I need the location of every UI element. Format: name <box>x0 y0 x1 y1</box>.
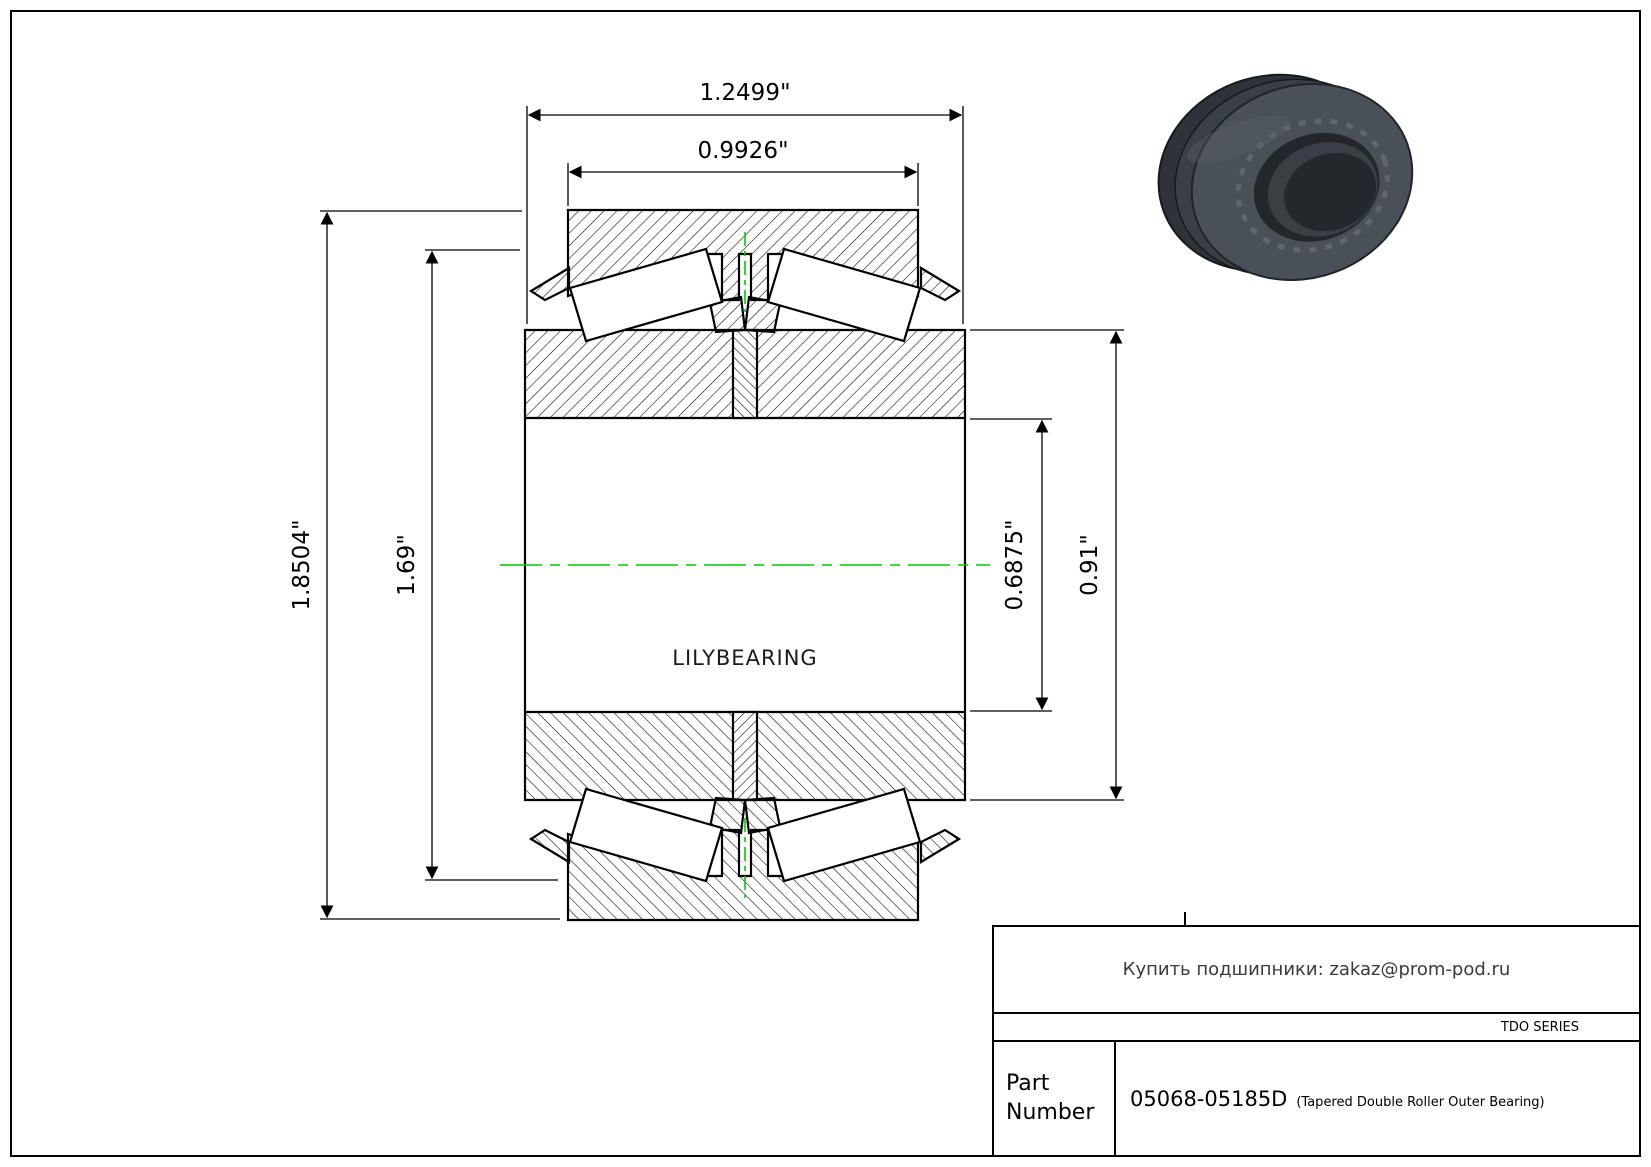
roller-right <box>766 247 922 343</box>
dimension-outer-diameter: 1.8504" <box>289 210 560 920</box>
roller-left <box>568 247 724 343</box>
bearing-bore <box>1284 152 1377 232</box>
dimension-overall-width: 1.2499" <box>526 80 964 324</box>
cone-rib-right <box>743 295 782 334</box>
part-number-label: Part Number <box>994 1042 1116 1155</box>
dimension-label-bore-diameter: 0.6875" <box>1002 519 1028 610</box>
series-row: TDO SERIES <box>994 1012 1639 1040</box>
part-number-cell: 05068-05185D (Tapered Double Roller Oute… <box>1116 1087 1639 1111</box>
drawing-frame <box>10 10 1641 1157</box>
brand-watermark: LILYBEARING <box>672 646 817 670</box>
bearing-3d-view <box>1157 73 1414 282</box>
dimension-label-overall-width: 1.2499" <box>699 80 790 106</box>
part-number-value: 05068-05185D <box>1130 1086 1288 1111</box>
dimension-label-outer-diameter: 1.8504" <box>289 519 315 610</box>
dimension-label-cup-width: 0.9926" <box>697 138 788 164</box>
cage-lip-left <box>528 266 571 302</box>
title-block: Купить подшипники: zakaz@prom-pod.ru TDO… <box>992 925 1639 1155</box>
dimension-inner-left: 1.69" <box>394 249 558 881</box>
series-label: TDO SERIES <box>1500 1019 1579 1035</box>
bearing-rollers-hint <box>1235 118 1390 253</box>
dimension-label-rib-diameter: 0.91" <box>1077 534 1103 596</box>
part-number-row: Part Number 05068-05185D (Tapered Double… <box>994 1040 1639 1155</box>
dimension-cup-width: 0.9926" <box>567 138 919 206</box>
part-description: (Tapered Double Roller Outer Bearing) <box>1296 1094 1545 1110</box>
dimension-rib-diameter: 0.91" <box>970 329 1124 801</box>
cone-spacer <box>731 328 759 420</box>
cage-lip-right <box>919 266 962 302</box>
dimension-bore-diameter: 0.6875" <box>970 418 1052 712</box>
dimension-label-inner-left: 1.69" <box>394 534 420 596</box>
supplier-note: Купить подшипники: zakaz@prom-pod.ru <box>1122 959 1511 980</box>
